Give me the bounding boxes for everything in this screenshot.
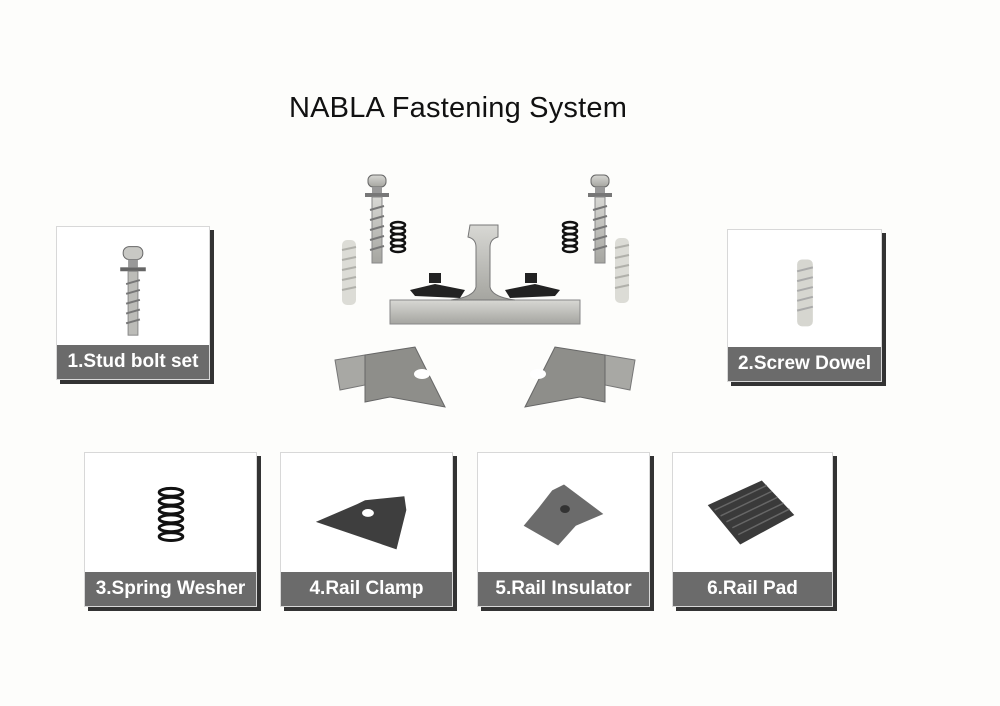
component-card-rail-clamp: 4.Rail Clamp xyxy=(280,452,453,607)
page-title: NABLA Fastening System xyxy=(289,92,628,124)
component-label: 1.Stud bolt set xyxy=(57,345,209,379)
component-label: 4.Rail Clamp xyxy=(281,572,452,606)
rail-fastening-assembly-icon xyxy=(334,174,636,408)
stud-bolt-icon xyxy=(120,246,146,336)
component-card-screw-dowel: 2.Screw Dowel xyxy=(727,229,882,382)
component-card-rail-pad: 6.Rail Pad xyxy=(672,452,833,607)
component-card-stud-bolt: 1.Stud bolt set xyxy=(56,226,210,380)
component-label: 5.Rail Insulator xyxy=(478,572,649,606)
rail-clamp-icon xyxy=(315,496,407,550)
left-bolt-icon xyxy=(365,174,389,264)
spring-washer-icon xyxy=(157,486,185,543)
assembly-diagram xyxy=(325,165,645,415)
component-card-rail-insulator: 5.Rail Insulator xyxy=(477,452,650,607)
component-label: 3.Spring Wesher xyxy=(85,572,256,606)
screw-dowel-icon xyxy=(796,259,814,327)
component-label: 6.Rail Pad xyxy=(673,572,832,606)
rail-pad-icon xyxy=(707,480,795,545)
component-card-spring-washer: 3.Spring Wesher xyxy=(84,452,257,607)
rail-insulator-icon xyxy=(523,484,604,546)
component-label: 2.Screw Dowel xyxy=(728,347,881,381)
